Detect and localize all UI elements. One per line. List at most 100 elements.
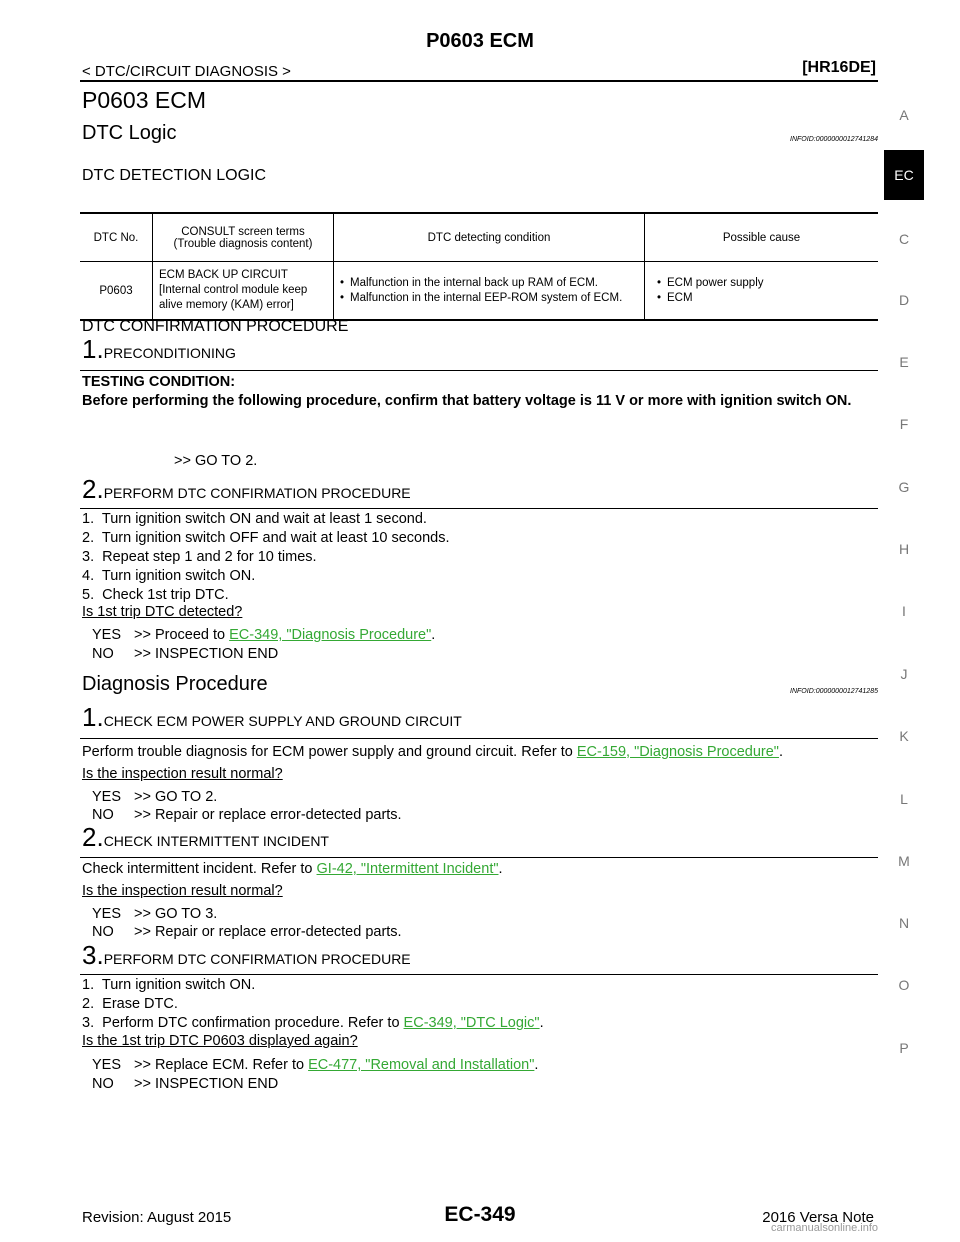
body-text: Perform trouble diagnosis for ECM power … bbox=[82, 744, 577, 760]
side-index-i[interactable]: I bbox=[902, 603, 906, 619]
testing-condition-text: Before performing the following procedur… bbox=[82, 393, 852, 409]
model-text: 2016 Versa Note bbox=[762, 1209, 874, 1226]
side-index-j[interactable]: J bbox=[900, 666, 908, 682]
side-index-p[interactable]: P bbox=[899, 1040, 909, 1056]
step-number: 2. bbox=[82, 822, 104, 852]
step-number: 2. bbox=[82, 474, 104, 504]
no-key: NO bbox=[92, 924, 114, 940]
cause-item: ECM bbox=[657, 291, 872, 306]
side-index-e[interactable]: E bbox=[899, 354, 909, 370]
diag-step-3-list: 1. Turn ignition switch ON. 2. Erase DTC… bbox=[82, 976, 544, 1033]
dtc-table-row: P0603 ECM BACK UP CIRCUIT [Internal cont… bbox=[80, 261, 878, 320]
diag-step-3-header: 3.PERFORM DTC CONFIRMATION PROCEDURE bbox=[82, 940, 411, 971]
question: Is the inspection result normal? bbox=[82, 883, 283, 899]
confirm-step-2-list: 1. Turn ignition switch ON and wait at l… bbox=[82, 510, 450, 605]
side-index-ec[interactable]: EC bbox=[884, 150, 924, 200]
testing-condition-title: TESTING CONDITION: bbox=[82, 374, 236, 390]
yes-line: YES>> GO TO 2. bbox=[92, 789, 217, 805]
no-key: NO bbox=[92, 807, 114, 823]
engine-code: [HR16DE] bbox=[802, 59, 876, 76]
condition-list: Malfunction in the internal back up RAM … bbox=[340, 276, 638, 306]
yes-text: >> GO TO 3. bbox=[134, 906, 218, 922]
list-item: 5. Check 1st trip DTC. bbox=[82, 587, 229, 603]
no-key: NO bbox=[92, 646, 114, 662]
step-number: 3. bbox=[82, 940, 104, 970]
list-item: 2. Erase DTC. bbox=[82, 996, 178, 1012]
question: Is the inspection result normal? bbox=[82, 766, 283, 782]
list-item: 1. Turn ignition switch ON. bbox=[82, 977, 256, 993]
header-divider bbox=[80, 80, 878, 82]
page-number: EC-349 bbox=[444, 1203, 516, 1226]
list-item-end: . bbox=[539, 1015, 544, 1031]
dtc-logic-heading: DTC Logic bbox=[82, 122, 177, 144]
cell-conditions: Malfunction in the internal back up RAM … bbox=[333, 261, 645, 320]
diag-step-1-text: Perform trouble diagnosis for ECM power … bbox=[82, 744, 783, 760]
diag-step-1-header: 1.CHECK ECM POWER SUPPLY AND GROUND CIRC… bbox=[82, 702, 462, 733]
main-title: P0603 ECM bbox=[82, 87, 207, 113]
side-index-c[interactable]: C bbox=[898, 231, 910, 247]
step-label: PERFORM DTC CONFIRMATION PROCEDURE bbox=[103, 951, 411, 967]
no-text: >> INSPECTION END bbox=[134, 1076, 279, 1092]
no-key: NO bbox=[92, 1076, 114, 1092]
side-index-h[interactable]: H bbox=[898, 541, 910, 557]
no-line: NO>> Repair or replace error-detected pa… bbox=[92, 924, 402, 940]
dtc-table-grid: DTC No. CONSULT screen terms (Trouble di… bbox=[80, 212, 878, 321]
yes-key: YES bbox=[92, 906, 122, 922]
col-header-consult: CONSULT screen terms (Trouble diagnosis … bbox=[152, 213, 334, 262]
step-label: PERFORM DTC CONFIRMATION PROCEDURE bbox=[103, 485, 411, 501]
yes-text: >> Proceed to bbox=[134, 627, 230, 643]
step-divider bbox=[80, 738, 878, 739]
yes-end: . bbox=[431, 627, 436, 643]
list-item-text: 3. Perform DTC confirmation procedure. R… bbox=[82, 1015, 404, 1031]
body-end: . bbox=[778, 744, 783, 760]
condition-item: Malfunction in the internal back up RAM … bbox=[340, 276, 638, 291]
list-item: 3. Repeat step 1 and 2 for 10 times. bbox=[82, 549, 317, 565]
step-label: CHECK ECM POWER SUPPLY AND GROUND CIRCUI… bbox=[103, 713, 462, 729]
side-index-g[interactable]: G bbox=[898, 479, 910, 495]
step-divider bbox=[80, 508, 878, 509]
body-end: . bbox=[498, 861, 503, 877]
dtc-detection-logic-heading: DTC DETECTION LOGIC bbox=[82, 167, 267, 184]
side-index-m[interactable]: M bbox=[898, 853, 910, 869]
col-header-cause: Possible cause bbox=[644, 213, 878, 262]
no-text: >> Repair or replace error-detected part… bbox=[134, 807, 402, 823]
dtc-table-header-row: DTC No. CONSULT screen terms (Trouble di… bbox=[80, 213, 878, 262]
cell-consult: ECM BACK UP CIRCUIT [Internal control mo… bbox=[152, 261, 334, 320]
side-index-o[interactable]: O bbox=[898, 977, 910, 993]
yes-line: YES >> GO TO 3. bbox=[92, 906, 217, 922]
ref-link[interactable]: EC-349, "DTC Logic" bbox=[403, 1015, 540, 1031]
ref-link[interactable]: EC-159, "Diagnosis Procedure" bbox=[576, 744, 779, 760]
side-index-a[interactable]: A bbox=[899, 107, 909, 123]
diag-step-2-text: Check intermittent incident. Refer to GI… bbox=[82, 861, 503, 877]
body-text: Check intermittent incident. Refer to bbox=[82, 861, 317, 877]
yes-line: YES>> Proceed to EC-349, "Diagnosis Proc… bbox=[92, 627, 435, 643]
no-text: >> INSPECTION END bbox=[134, 646, 279, 662]
diagnosis-heading: Diagnosis Procedure bbox=[82, 673, 268, 695]
page-top-title: P0603 ECM bbox=[426, 30, 534, 52]
list-item: 1. Turn ignition switch ON and wait at l… bbox=[82, 511, 427, 527]
step-label: PRECONDITIONING bbox=[103, 345, 236, 361]
ref-link[interactable]: EC-349, "Diagnosis Procedure" bbox=[229, 627, 432, 643]
side-index-l[interactable]: L bbox=[900, 791, 908, 807]
confirm-step-1-header: 1.PRECONDITIONING bbox=[82, 334, 236, 365]
ref-link[interactable]: GI-42, "Intermittent Incident" bbox=[316, 861, 499, 877]
step-number: 1. bbox=[82, 334, 104, 364]
condition-item: Malfunction in the internal EEP-ROM syst… bbox=[340, 291, 638, 306]
no-line: NO >> INSPECTION END bbox=[92, 646, 278, 662]
cell-dtc-no: P0603 bbox=[80, 261, 153, 320]
step-divider bbox=[80, 857, 878, 858]
yes-text: >> Replace ECM. Refer to bbox=[134, 1057, 309, 1073]
step-number: 1. bbox=[82, 702, 104, 732]
watermark: carmanualsonline.info bbox=[770, 1222, 878, 1234]
dtc-confirmation-heading: DTC CONFIRMATION PROCEDURE bbox=[82, 318, 349, 335]
list-item: 2. Turn ignition switch OFF and wait at … bbox=[82, 530, 450, 546]
yes-line: YES>> Replace ECM. Refer to EC-477, "Rem… bbox=[92, 1057, 538, 1073]
step-divider bbox=[80, 974, 878, 975]
ref-link[interactable]: EC-477, "Removal and Installation" bbox=[308, 1057, 535, 1073]
side-index-f[interactable]: F bbox=[899, 416, 909, 432]
list-item: 3. Perform DTC confirmation procedure. R… bbox=[82, 1014, 544, 1033]
question: Is 1st trip DTC detected? bbox=[82, 604, 243, 620]
side-index-d[interactable]: D bbox=[898, 292, 910, 308]
side-index-n[interactable]: N bbox=[898, 915, 910, 931]
side-index-k[interactable]: K bbox=[899, 728, 909, 744]
